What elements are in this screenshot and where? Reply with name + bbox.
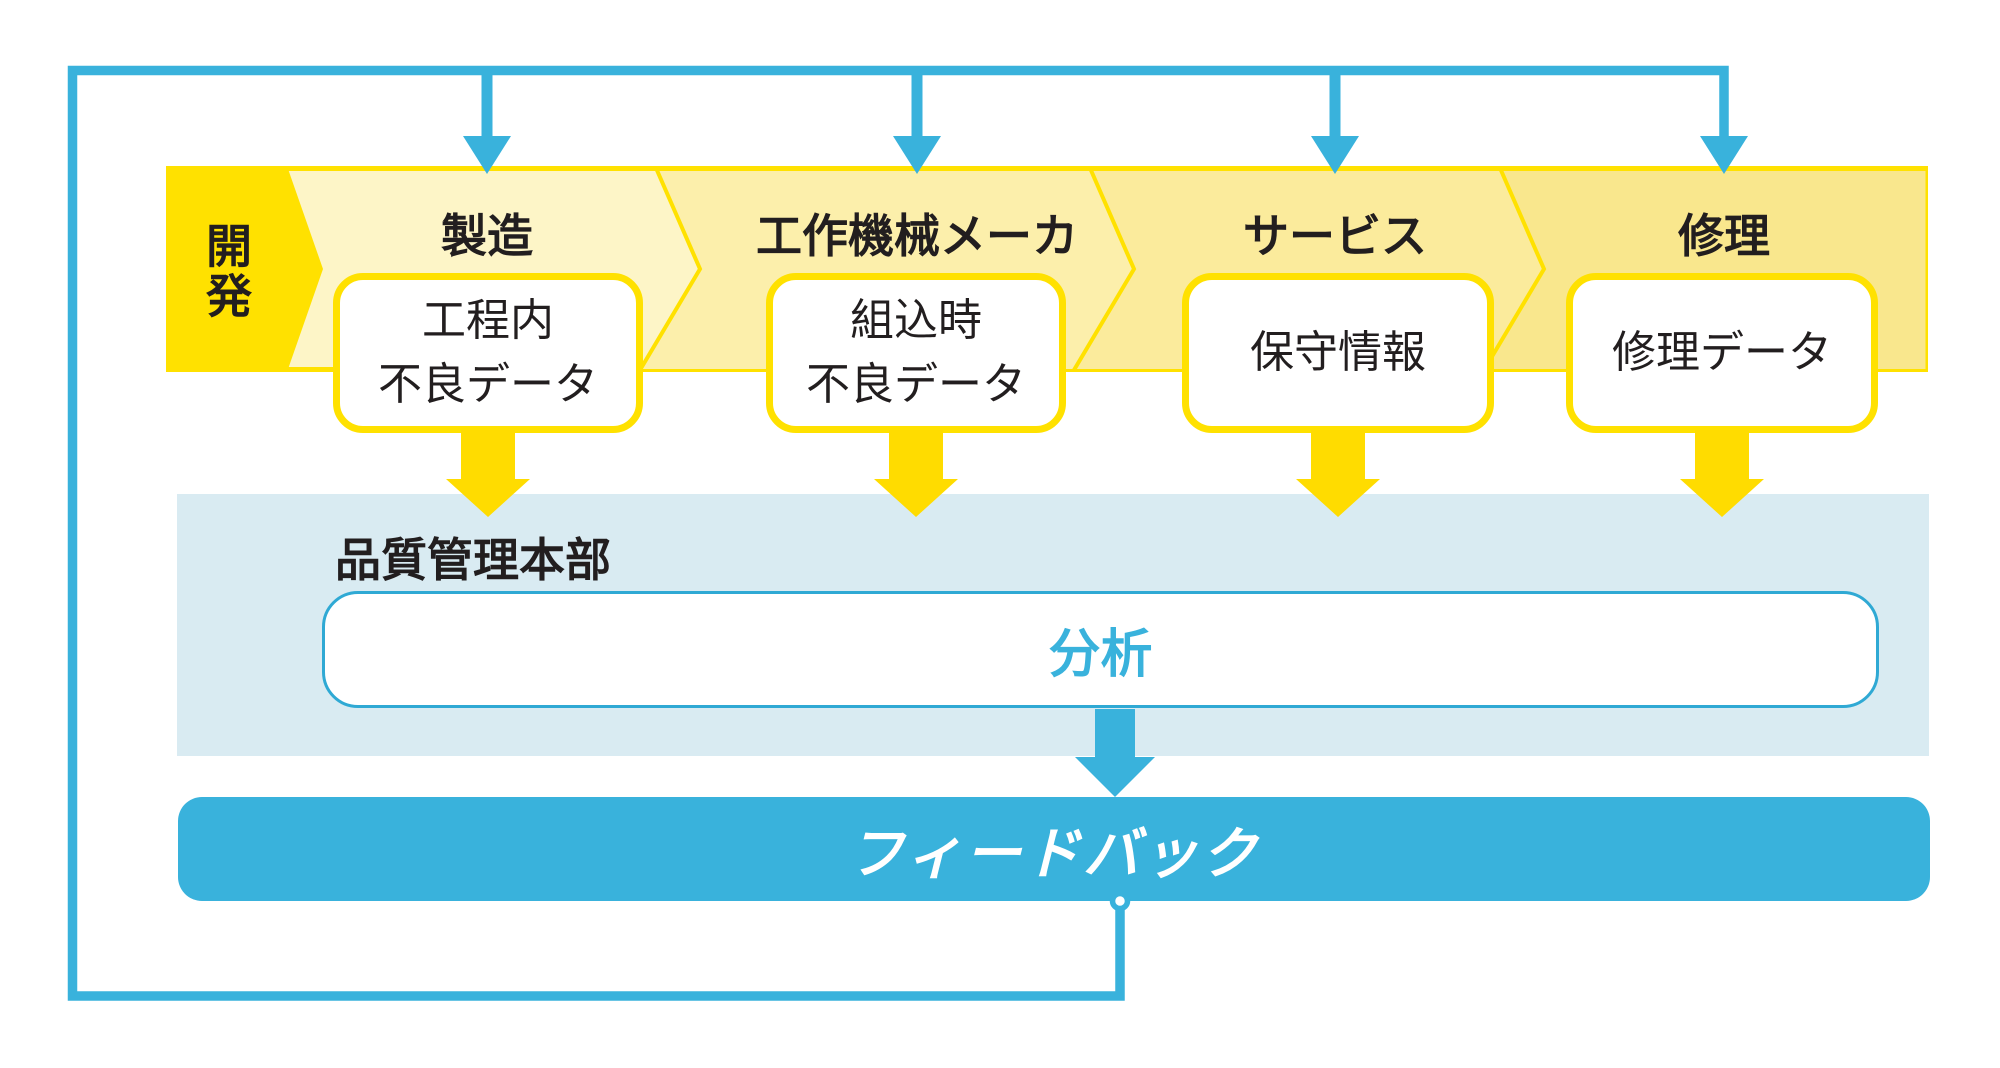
down-arrow-icon [889, 430, 943, 480]
stage-label-development: 開発 [200, 222, 252, 322]
down-arrow-icon [911, 70, 923, 138]
data-box-manufacturing: 工程内 不良データ [333, 273, 643, 433]
down-arrow-icon [1700, 136, 1748, 174]
down-arrow-icon [481, 70, 493, 138]
chevron-separator-icon [1072, 167, 1137, 372]
data-box-machine-tool-maker: 組込時 不良データ [766, 273, 1066, 433]
down-arrow-icon [1329, 70, 1341, 138]
chevron-separator-icon [638, 167, 703, 372]
quality-control-label: 品質管理本部 [335, 534, 611, 586]
down-arrow-icon [463, 136, 511, 174]
analysis-box: 分析 [322, 591, 1879, 708]
data-box-service: 保守情報 [1182, 273, 1494, 433]
down-arrow-icon [1075, 757, 1155, 797]
stage-label-machine-tool-maker: 工作機械メーカ [756, 210, 1078, 262]
stage-label-manufacturing: 製造 [441, 210, 533, 262]
down-arrow-icon [893, 136, 941, 174]
down-arrow-icon [1695, 430, 1749, 480]
down-arrow-icon [1311, 430, 1365, 480]
down-arrow-icon [461, 430, 515, 480]
stage-label-repair: 修理 [1678, 210, 1770, 262]
feedback-bar: フィードバック [178, 797, 1930, 901]
data-box-repair: 修理データ [1566, 273, 1878, 433]
down-arrow-icon [1311, 136, 1359, 174]
